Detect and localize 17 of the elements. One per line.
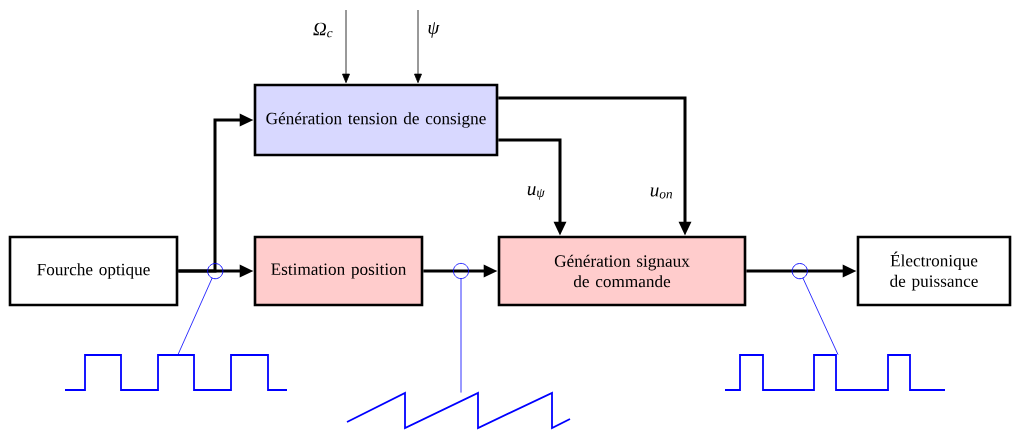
block-box: Génération tension de consigne: [253, 83, 499, 157]
arrow: [342, 9, 350, 84]
leader-line: [177, 263, 224, 355]
edge-label: Ω$_{c}$: [313, 22, 333, 38]
arrow: [414, 9, 422, 84]
block-box: Estimation position: [253, 235, 424, 307]
edge-label: u$_{on}$: [650, 187, 673, 199]
block-box: Génération signaux de commande: [497, 235, 747, 307]
waveform-drawing: [346, 391, 571, 430]
leader-line: [791, 263, 839, 355]
block-box: Électronique de puissance: [856, 235, 1012, 307]
leader-line: [453, 263, 469, 393]
block-box: Fourche optique: [8, 235, 179, 307]
waveform-drawing: [64, 354, 288, 391]
edge-label: ψ: [428, 22, 440, 38]
edge-label: u$_{ψ}$: [527, 186, 545, 200]
waveform-drawing: [724, 354, 946, 391]
